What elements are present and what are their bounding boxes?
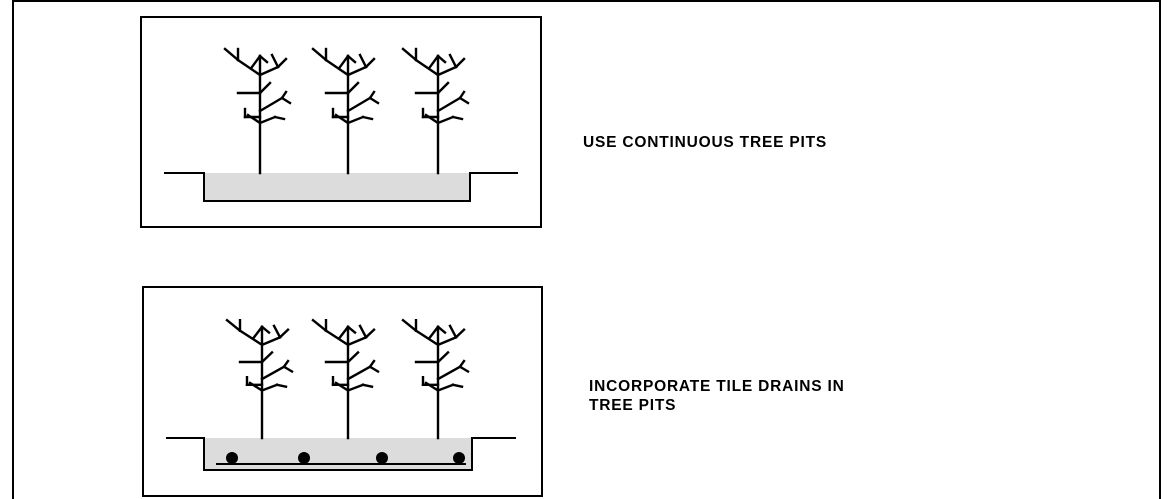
tile-drain-icon	[226, 452, 238, 464]
tile-drain-icon	[298, 452, 310, 464]
tile-drains-panel	[142, 286, 543, 497]
tree-icon	[311, 318, 380, 440]
tree-row	[225, 318, 470, 440]
diagram-sheet	[12, 0, 1161, 499]
tree-icon	[223, 47, 292, 175]
tile-drain-icon	[453, 452, 465, 464]
pit-soil-fill	[204, 438, 472, 470]
caption-line: TREE PITS	[589, 397, 677, 414]
tile-drain-row	[226, 452, 465, 464]
tree-icon	[401, 47, 470, 175]
tile-drain-icon	[376, 452, 388, 464]
ground-line	[166, 437, 516, 471]
tile-drains-drawing	[166, 318, 516, 471]
pit-soil-fill	[204, 173, 470, 201]
caption-line: USE CONTINUOUS TREE PITS	[583, 134, 827, 151]
tree-icon	[311, 47, 380, 175]
continuous-tree-pits-panel	[140, 16, 542, 228]
ground-and-pit	[164, 172, 518, 202]
caption-line: INCORPORATE TILE DRAINS IN	[589, 378, 845, 395]
ground-and-pit	[166, 437, 516, 471]
tree-row	[223, 47, 470, 175]
caption-tile-drains: INCORPORATE TILE DRAINS IN TREE PITS	[589, 377, 845, 415]
tree-icon	[401, 318, 470, 440]
tree-icon	[225, 318, 294, 440]
continuous-tree-pits-drawing	[164, 47, 518, 202]
caption-continuous-tree-pits: USE CONTINUOUS TREE PITS	[583, 133, 827, 152]
ground-line	[164, 172, 518, 202]
